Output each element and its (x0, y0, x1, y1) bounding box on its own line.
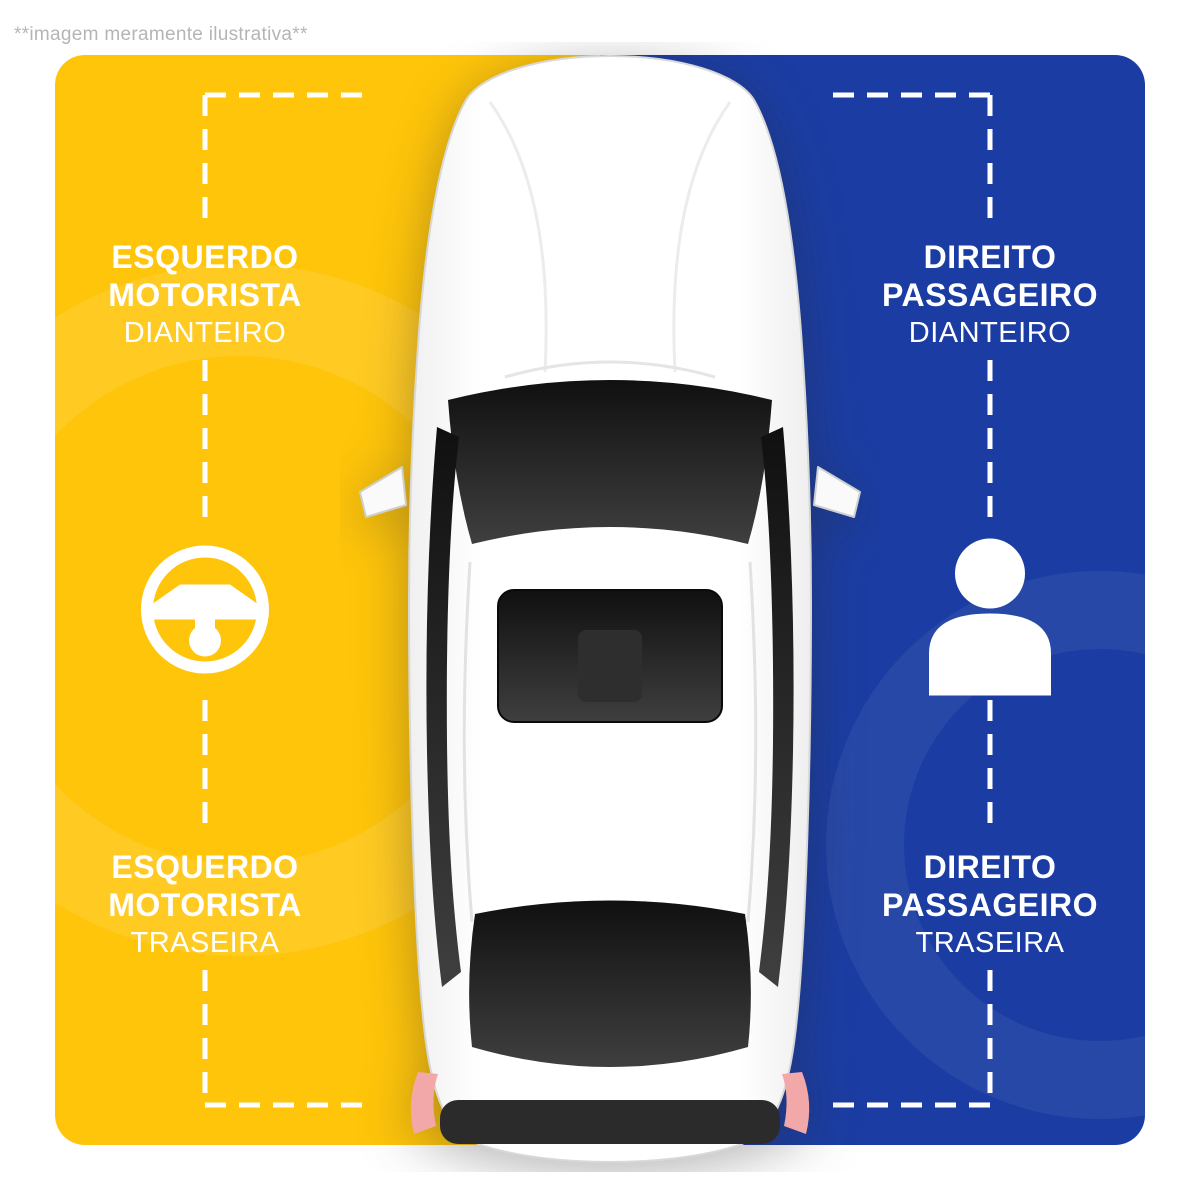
label-rear-left-driver: ESQUERDO MOTORISTA TRASEIRA (35, 848, 375, 962)
steering-wheel-icon (130, 535, 280, 690)
car-taillight-right (782, 1072, 810, 1134)
car-taillight-left (410, 1072, 438, 1134)
label-line: DIREITO (923, 849, 1057, 885)
label-front-left-driver: ESQUERDO MOTORISTA DIANTEIRO (35, 238, 375, 352)
disclaimer-text: **imagem meramente ilustrativa** (14, 24, 308, 45)
car-roof-crease-left (462, 561, 474, 923)
car-rear-window (469, 900, 751, 1067)
label-line: DIANTEIRO (908, 317, 1072, 349)
car-roof-crease-right (746, 561, 758, 923)
car-mirror-right (813, 466, 861, 518)
label-line: ESQUERDO (111, 849, 299, 885)
label-front-right-passenger: DIREITO PASSAGEIRO DIANTEIRO (820, 238, 1160, 352)
car-top-view (359, 54, 861, 1164)
label-line: TRASEIRA (130, 927, 280, 959)
car-side-glass-right (759, 427, 794, 987)
car-rear-bumper (440, 1100, 780, 1144)
passenger-person-icon (905, 533, 1075, 708)
label-line: TRASEIRA (915, 927, 1065, 959)
label-line: PASSAGEIRO (882, 887, 1098, 923)
label-line: DIREITO (923, 239, 1057, 275)
car-hood-crease-right (672, 101, 732, 373)
car-windshield (448, 380, 772, 544)
label-rear-right-passenger: DIREITO PASSAGEIRO TRASEIRA (820, 848, 1160, 962)
car-cowl-line (504, 360, 716, 379)
label-line: ESQUERDO (111, 239, 299, 275)
label-line: DIANTEIRO (123, 317, 287, 349)
blue-swirl-watermark (826, 571, 1145, 1119)
label-line: MOTORISTA (108, 277, 302, 313)
car-sunroof-interior (578, 630, 642, 702)
label-line: PASSAGEIRO (882, 277, 1098, 313)
car-hood-crease-left (488, 101, 548, 373)
label-line: MOTORISTA (108, 887, 302, 923)
car-side-glass-left (426, 427, 461, 987)
car-mirror-left (359, 466, 407, 518)
